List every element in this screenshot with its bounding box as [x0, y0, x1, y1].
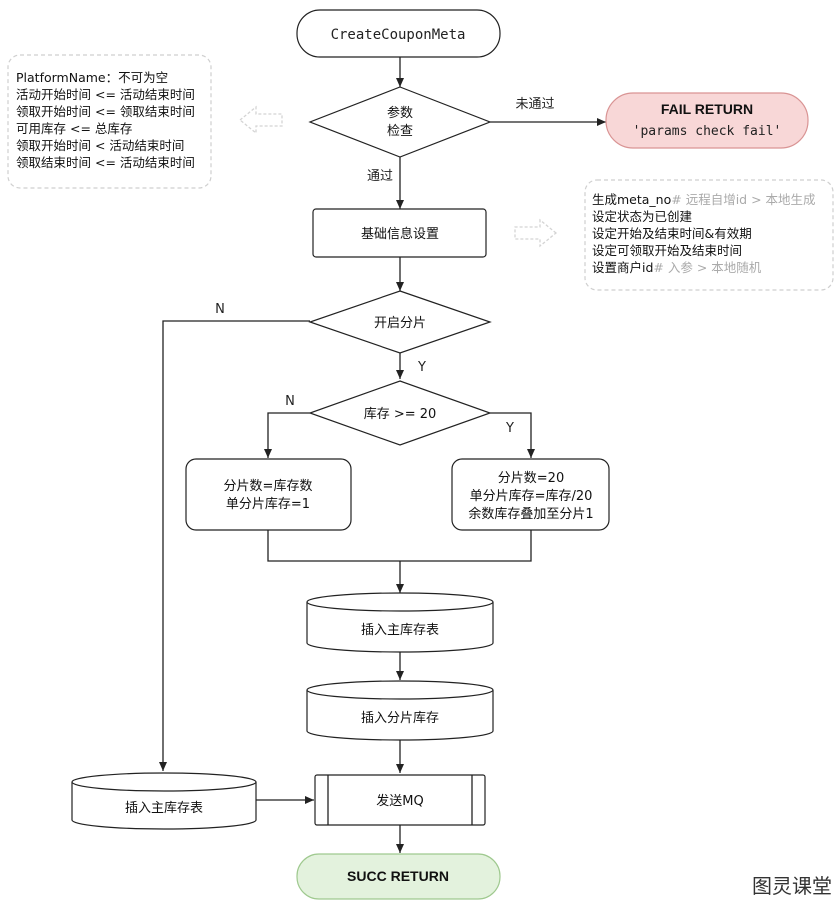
shard-small-line-2: 单分片库存=1 [226, 496, 310, 512]
fail-return-node: FAIL RETURN 'params check fail' [605, 92, 809, 149]
info-line-3: 设定开始及结束时间&有效期 [592, 226, 752, 241]
base-info-note: 生成meta_no# 远程自增id > 本地生成 设定状态为已创建 设定开始及结… [584, 179, 834, 291]
sharding-label: 开启分片 [374, 316, 426, 331]
shard-large-line-1: 分片数=20 [498, 471, 564, 486]
edge-label-y1: Y [417, 360, 426, 375]
insert-main-db: 插入主库存表 [306, 592, 494, 653]
rule-line-5: 领取开始时间 < 活动结束时间 [16, 138, 184, 153]
validation-rules-note: PlatformName：不可为空 活动开始时间 <= 活动结束时间 领取开始时… [7, 54, 212, 189]
send-mq-node: 发送MQ [314, 774, 486, 826]
send-mq-label: 发送MQ [376, 793, 423, 809]
edge-label-n2: N [285, 394, 295, 409]
edge-label-passed: 通过 [367, 169, 393, 184]
edge-merge [267, 530, 532, 562]
shard-small-node: 分片数=库存数 单分片库存=1 [185, 458, 352, 531]
watermark-text: 图灵课堂 [752, 874, 832, 898]
edge-stock-yes [490, 412, 535, 458]
rule-line-1: PlatformName：不可为空 [16, 70, 168, 85]
insert-shard-label: 插入分片库存 [361, 710, 439, 726]
insert-shard-db: 插入分片库存 [306, 680, 494, 741]
edge-shard-no [159, 320, 310, 771]
edge-label-y2: Y [505, 421, 514, 436]
shard-large-node: 分片数=20 单分片库存=库存/20 余数库存叠加至分片1 [451, 458, 610, 531]
start-label: CreateCouponMeta [331, 27, 466, 43]
sharding-decision: 开启分片 [308, 290, 492, 354]
insert-main-left-label: 插入主库存表 [125, 800, 203, 816]
succ-return-node: SUCC RETURN [296, 853, 501, 900]
rule-line-4: 可用库存 <= 总库存 [16, 121, 132, 136]
start-node: CreateCouponMeta [296, 9, 501, 58]
insert-main-left-db: 插入主库存表 [71, 772, 257, 830]
info-line-1: 生成meta_no# 远程自增id > 本地生成 [592, 192, 816, 207]
rule-line-6: 领取结束时间 <= 活动结束时间 [16, 155, 195, 170]
info-line-4: 设定可领取开始及结束时间 [592, 243, 742, 258]
param-check-decision: 参数 检查 [308, 86, 492, 158]
shard-large-line-2: 单分片库存=库存/20 [470, 488, 593, 504]
fail-return-title: FAIL RETURN [661, 101, 753, 117]
shard-large-line-3: 余数库存叠加至分片1 [468, 506, 593, 522]
stock-decision: 库存 >= 20 [308, 380, 492, 446]
rule-line-2: 活动开始时间 <= 活动结束时间 [16, 87, 195, 102]
fail-return-message: 'params check fail' [633, 124, 782, 139]
base-info-node: 基础信息设置 [312, 208, 487, 258]
edge-label-n1: N [215, 302, 225, 317]
left-hollow-arrow-icon [238, 105, 283, 135]
param-check-label-1: 参数 [387, 105, 413, 121]
insert-main-label: 插入主库存表 [361, 622, 439, 638]
param-check-label-2: 检查 [387, 124, 413, 139]
succ-return-label: SUCC RETURN [347, 868, 449, 884]
rule-line-3: 领取开始时间 <= 领取结束时间 [16, 104, 195, 119]
stock-label: 库存 >= 20 [364, 406, 437, 422]
info-line-2: 设定状态为已创建 [592, 209, 693, 224]
shard-small-line-1: 分片数=库存数 [224, 478, 313, 494]
right-hollow-arrow-icon [514, 218, 558, 248]
connectors [159, 57, 606, 853]
info-line-5: 设置商户id# 入参 > 本地随机 [592, 260, 762, 275]
base-info-label: 基础信息设置 [361, 226, 439, 242]
edge-label-not-passed: 未通过 [515, 97, 554, 112]
edge-stock-no [264, 412, 310, 458]
